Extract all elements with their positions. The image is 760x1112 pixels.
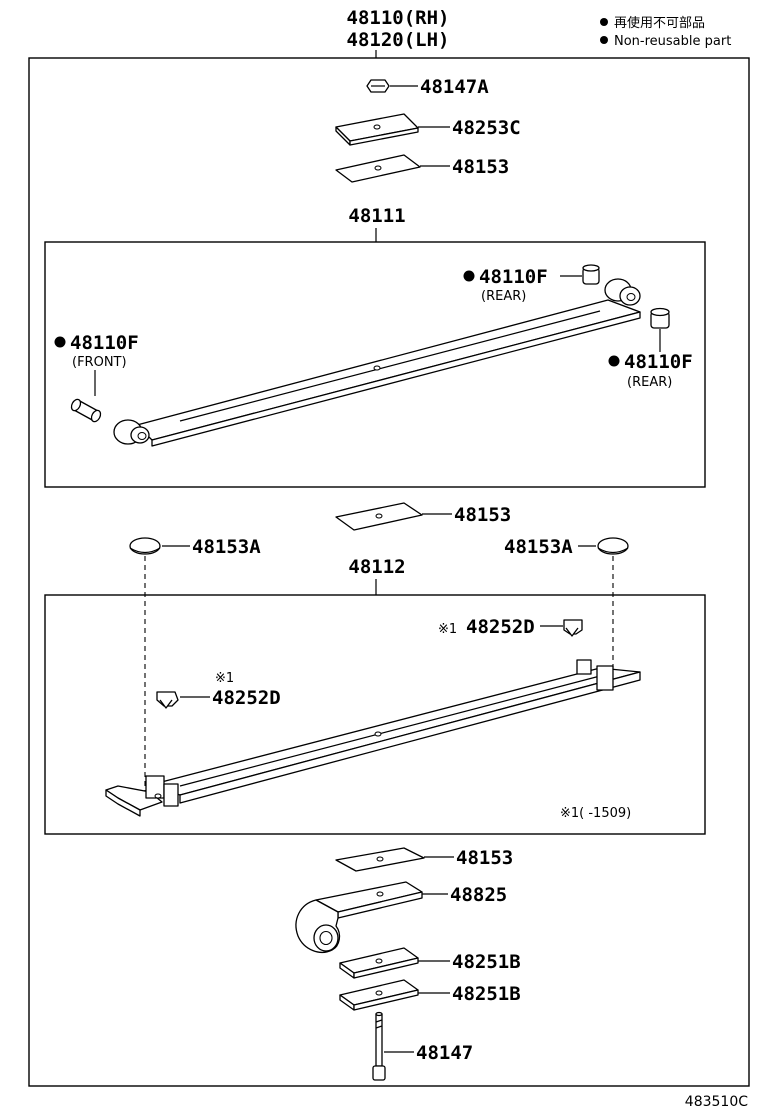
silencer-right-icon <box>597 537 629 555</box>
mid-plate-icon <box>335 502 423 531</box>
clip-right-icon <box>563 619 583 637</box>
nut-icon <box>366 79 390 93</box>
plate-lower-icon <box>335 154 421 183</box>
header-part-lh: 48120(LH) <box>347 29 450 51</box>
label-bushing-rear-lower: 48110F <box>624 351 693 373</box>
legend-en: Non-reusable part <box>614 34 731 49</box>
label-plate-upper: 48253C <box>452 117 521 139</box>
label-bushing-front: 48110F <box>70 332 139 354</box>
label-clip-right: 48252D <box>466 616 535 638</box>
bushing-rear-upper-icon <box>582 264 600 285</box>
main-leaf-frame <box>44 241 706 488</box>
spacer-upper-icon <box>339 947 419 979</box>
legend-jp: 再使用不可部品 <box>614 15 705 31</box>
label-silencer-left: 48153A <box>192 536 261 558</box>
label-spacer-upper: 48251B <box>452 951 521 973</box>
spacer-lower-icon <box>339 979 419 1011</box>
diagram-code: 483510C <box>685 1094 748 1110</box>
main-leaf-spring-icon <box>113 278 641 447</box>
helper-spring-icon <box>295 881 423 953</box>
non-reusable-mark-rear-upper <box>463 270 475 282</box>
label-center-bolt: 48147 <box>416 1042 473 1064</box>
label-nut: 48147A <box>420 76 489 98</box>
label-second-leaf: 48112 <box>348 556 405 578</box>
label-mid-plate: 48153 <box>454 504 511 526</box>
mark-clip-left: ※1 <box>215 671 234 686</box>
bottom-plate-icon <box>335 847 425 872</box>
label-main-leaf: 48111 <box>348 205 405 227</box>
label-clip-left: 48252D <box>212 687 281 709</box>
second-leaf-frame <box>44 594 706 835</box>
note-bushing-rear-upper: (REAR) <box>481 289 526 304</box>
label-silencer-right: 48153A <box>504 536 573 558</box>
footnote-clip-production: ※1( -1509) <box>560 806 631 821</box>
mark-clip-right: ※1 <box>438 622 457 637</box>
clip-left-icon <box>156 691 179 709</box>
assembly-frame <box>28 57 750 1087</box>
bushing-front-icon <box>70 398 102 423</box>
legend-bullet-en <box>600 36 608 44</box>
non-reusable-mark-rear-lower <box>608 355 620 367</box>
legend-bullet-jp <box>600 18 608 26</box>
non-reusable-mark-front <box>54 336 66 348</box>
center-bolt-icon <box>372 1011 386 1081</box>
bushing-rear-lower-icon <box>650 307 670 329</box>
label-plate-lower: 48153 <box>452 156 509 178</box>
note-bushing-front: (FRONT) <box>72 355 127 370</box>
label-bottom-plate: 48153 <box>456 847 513 869</box>
note-bushing-rear-lower: (REAR) <box>627 375 672 390</box>
label-bushing-rear-upper: 48110F <box>479 266 548 288</box>
label-spacer-lower: 48251B <box>452 983 521 1005</box>
header-part-rh: 48110(RH) <box>347 7 450 29</box>
label-helper-spring: 48825 <box>450 884 507 906</box>
plate-upper-icon <box>335 113 419 146</box>
second-leaf-spring-icon <box>105 659 641 817</box>
silencer-left-icon <box>129 537 161 555</box>
